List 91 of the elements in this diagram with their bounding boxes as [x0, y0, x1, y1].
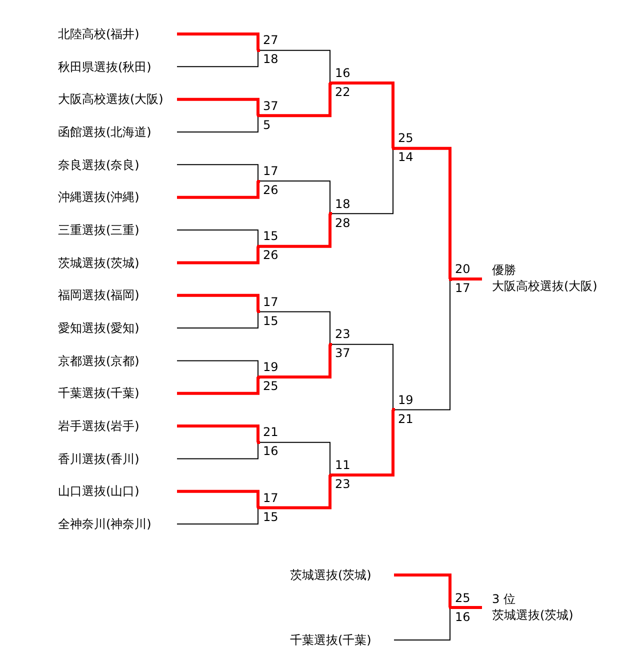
score-label: 16: [454, 610, 472, 624]
bracket-joint: [256, 310, 260, 314]
bracket-line: [177, 490, 260, 508]
score-label: 18: [334, 198, 352, 211]
bracket-line: [177, 98, 260, 116]
score-label: 19: [397, 394, 414, 407]
bracket-line: [394, 574, 452, 608]
bracket-line: [177, 294, 260, 312]
score-label: 26: [262, 184, 280, 197]
team-name: 福岡選抜(福岡): [58, 284, 178, 306]
bracket-joint: [256, 440, 260, 444]
score-label: 16: [334, 67, 352, 80]
bracket-joint: [392, 408, 394, 412]
bracket-line: [258, 475, 332, 510]
team-name: 秋田県選抜(秋田): [58, 56, 178, 78]
bracket-line: [392, 278, 450, 410]
score-label: 37: [262, 100, 280, 113]
team-name: 岩手選抜(岩手): [58, 415, 178, 438]
bracket-line: [177, 377, 260, 395]
score-label: 15: [262, 314, 280, 328]
team-name: 京都選抜(京都): [58, 350, 178, 372]
bracket-line: [176, 507, 258, 525]
score-label: 18: [262, 53, 280, 66]
bracket-line: [176, 311, 258, 329]
bracket-line: [176, 360, 258, 378]
bracket-joint: [256, 180, 260, 182]
result-heading: 3 位: [492, 590, 516, 606]
score-label: 28: [334, 216, 352, 230]
bracket-line: [450, 278, 484, 281]
team-name: 千葉選抜(千葉): [58, 382, 178, 404]
score-label: 26: [262, 249, 280, 262]
bracket-line: [330, 148, 394, 214]
bracket-joint: [256, 48, 260, 52]
score-label: 15: [262, 230, 280, 244]
team-name: 沖縄選抜(沖縄): [58, 186, 178, 208]
score-label: 23: [334, 328, 352, 342]
team-name: 全神奈川(神奈川): [58, 513, 178, 536]
team-name: 茨城選抜(茨城): [58, 252, 178, 274]
team-name: 函館選抜(北海道): [58, 121, 178, 143]
bracket-joint: [328, 212, 332, 216]
score-label: 21: [397, 412, 414, 426]
score-label: 16: [262, 445, 280, 458]
score-label: 37: [334, 347, 352, 360]
team-name: 三重選抜(三重): [58, 219, 178, 242]
team-name: 山口選抜(山口): [58, 480, 178, 502]
team-name: 香川選抜(香川): [58, 448, 178, 470]
bracket-line: [176, 230, 258, 247]
score-label: 25: [454, 592, 472, 604]
bracket-joint: [392, 146, 394, 150]
bracket-line: [393, 146, 452, 280]
bracket-line: [258, 214, 332, 248]
bracket-line: [176, 164, 258, 182]
bracket-line: [177, 181, 260, 199]
bracket-line: [258, 344, 332, 379]
score-label: 15: [262, 510, 280, 524]
bracket-line: [177, 246, 260, 264]
score-label: 19: [262, 361, 280, 374]
score-label: 23: [334, 478, 352, 492]
team-name: 茨城選抜(茨城): [290, 564, 395, 586]
bracket-line: [258, 442, 330, 476]
bracket-line: [176, 115, 258, 132]
score-label: 17: [262, 492, 280, 505]
team-name: 茨城選抜(茨城): [492, 606, 574, 622]
score-label: 5: [262, 118, 272, 132]
score-label: 22: [334, 86, 352, 99]
bracket-line: [258, 50, 330, 84]
bracket-line: [330, 82, 394, 148]
bracket-line: [177, 32, 260, 50]
bracket-line: [330, 410, 394, 477]
bracket-line: [258, 83, 332, 118]
bracket-line: [177, 424, 260, 442]
bracket-line: [258, 180, 330, 214]
bracket-joint: [328, 342, 332, 346]
team-name: 愛知選抜(愛知): [58, 317, 178, 340]
bracket-line: [258, 311, 330, 345]
team-name: 奈良選抜(奈良): [58, 154, 178, 176]
bracket-line: [330, 344, 394, 410]
team-name: 大阪高校選抜(大阪): [492, 278, 598, 294]
score-label: 25: [397, 132, 414, 146]
bracket-line: [176, 50, 258, 68]
score-label: 17: [262, 165, 280, 178]
team-name: 千葉選抜(千葉): [290, 629, 395, 651]
result-heading: 優勝: [492, 262, 517, 278]
team-name: 北陸高校(福井): [58, 23, 178, 45]
team-name: 大阪高校選抜(大阪): [58, 88, 178, 110]
score-label: 17: [262, 296, 280, 309]
bracket-line: [176, 442, 258, 460]
score-label: 25: [262, 380, 280, 394]
bracket-line: [394, 607, 450, 640]
score-label: 20: [454, 263, 472, 276]
bracket-line: [450, 606, 484, 609]
